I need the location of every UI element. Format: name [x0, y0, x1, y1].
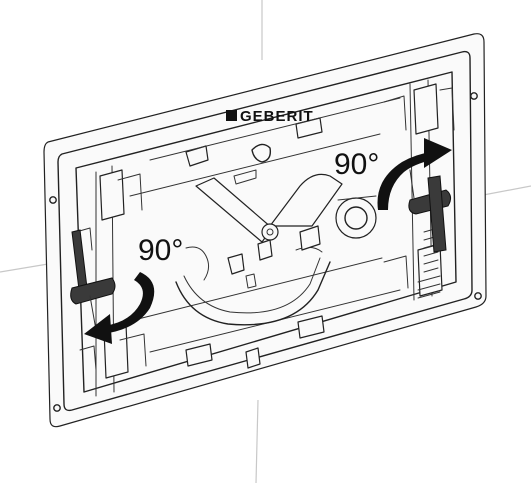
left-angle-label: 90°: [138, 234, 183, 267]
screw-hole: [474, 292, 482, 300]
left-lever[interactable]: [70, 229, 116, 331]
screw-hole: [49, 196, 57, 204]
brand-logo: GEBERIT: [226, 108, 314, 125]
brand-name: GEBERIT: [240, 108, 314, 125]
actuator-linkage: [175, 173, 377, 326]
right-angle-label: 90°: [334, 148, 379, 181]
geberit-square-logo-icon: [226, 110, 237, 121]
right-lever[interactable]: [408, 169, 452, 253]
screw-hole: [470, 92, 478, 100]
rotate-up-arrow-icon: [377, 138, 452, 210]
mounting-chassis: [75, 71, 457, 397]
spring-detail: [417, 227, 441, 299]
screw-hole: [53, 404, 61, 412]
rotate-down-arrow-icon: [84, 272, 155, 344]
